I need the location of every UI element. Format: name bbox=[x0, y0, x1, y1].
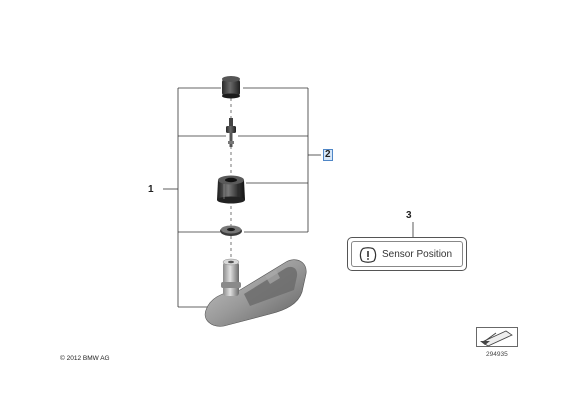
valve-cap bbox=[222, 76, 240, 99]
diagram-reference-number: 294935 bbox=[486, 351, 508, 358]
tire-pressure-warning-icon bbox=[359, 247, 377, 263]
copyright-notice: © 2012 BMW AG bbox=[60, 355, 110, 362]
callout-part-2[interactable]: 2 bbox=[323, 149, 333, 161]
tire-pressure-sensor bbox=[204, 258, 307, 327]
sensor-position-label: Sensor Position bbox=[347, 237, 467, 271]
label-inner-border: Sensor Position bbox=[351, 241, 463, 267]
sensor-position-text: Sensor Position bbox=[382, 249, 453, 260]
diagram-navigation-arrow-icon[interactable] bbox=[476, 327, 518, 347]
callout-leader-lines bbox=[163, 87, 414, 308]
callout-part-1[interactable]: 1 bbox=[148, 184, 154, 195]
hex-nut bbox=[217, 175, 245, 204]
callout-part-3[interactable]: 3 bbox=[406, 210, 412, 221]
sealing-washer bbox=[220, 225, 242, 236]
valve-core bbox=[226, 118, 236, 147]
